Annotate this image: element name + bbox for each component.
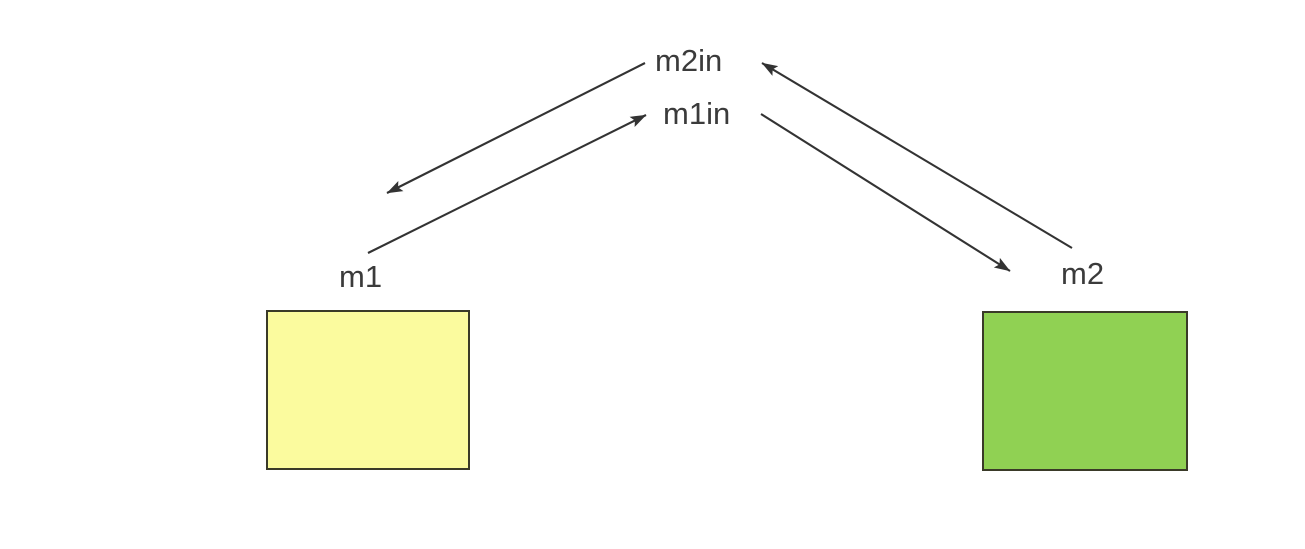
edge-m2-to-m2in <box>761 62 1073 249</box>
node-label-m2: m2 <box>1061 256 1105 291</box>
mailbox-label-m1in: m1in <box>663 96 731 131</box>
edge-m1-to-m1in <box>367 114 647 254</box>
node-label-m1: m1 <box>339 259 383 294</box>
node-rectangle-m2[interactable] <box>982 311 1188 471</box>
node-rectangle-m1[interactable] <box>266 310 470 470</box>
edge-m2in-to-m1 <box>386 62 646 194</box>
edge-m1in-to-m2 <box>760 113 1011 272</box>
mailbox-label-m2in: m2in <box>655 43 723 78</box>
